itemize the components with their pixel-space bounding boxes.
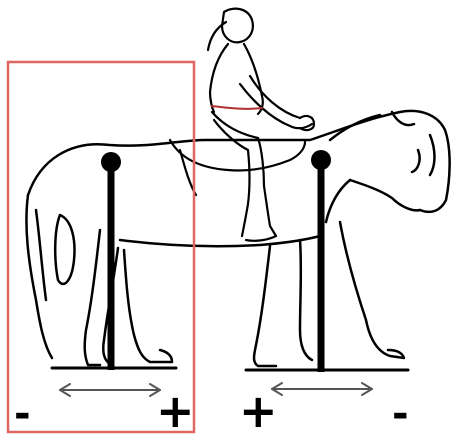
hind-stride-double-arrow	[60, 384, 160, 396]
rider-sketch	[170, 9, 314, 241]
left-minus-sign: -	[14, 394, 31, 434]
left-plus-sign: +	[156, 388, 195, 434]
fore-stride-double-arrow	[272, 383, 372, 395]
horse-sketch	[26, 111, 449, 370]
hindquarters-highlight-box	[8, 62, 194, 432]
right-plus-sign: +	[239, 388, 278, 434]
right-minus-sign: -	[392, 394, 409, 434]
stride-arrows	[60, 383, 372, 396]
hind-leg-marker-dot	[101, 152, 121, 172]
fore-leg-marker-dot	[311, 150, 331, 170]
